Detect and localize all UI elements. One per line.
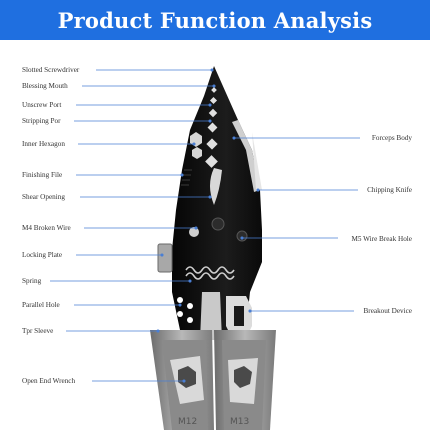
label-tpr-sleeve: Tpr Sleeve: [22, 327, 54, 335]
label-breakout-device: Breakout Device: [363, 307, 413, 315]
label-inner-hexagon: Inner Hexagon: [22, 140, 65, 148]
label-finishing-file: Finishing File: [22, 171, 63, 179]
label-stripping-port: Stripping Por: [22, 117, 61, 125]
label-forceps-body: Forceps Body: [371, 134, 412, 142]
shear-opening: [210, 168, 222, 205]
label-chipping-knife: Chipping Knife: [367, 186, 412, 194]
label-shear-opening: Shear Opening: [22, 193, 65, 201]
handle-mark-m12: M12: [178, 417, 197, 427]
parallel-holes: [177, 297, 193, 323]
locking-plate: [157, 243, 173, 273]
label-locking-plate: Locking Plate: [22, 251, 63, 259]
label-parallel-hole: Parallel Hole: [22, 301, 60, 309]
spring: [185, 266, 235, 280]
label-spring: Spring: [22, 277, 42, 285]
stripping-holes: [205, 87, 218, 168]
label-blessing-mouth: Blessing Mouth: [22, 82, 68, 90]
label-unscrew-port: Unscrew Port: [22, 101, 62, 109]
leader-lines: [50, 68, 360, 383]
label-open-end-wrench: Open End Wrench: [22, 377, 76, 385]
label-slotted-screwdriver: Slotted Screwdriver: [22, 66, 80, 74]
label-m5-wire-break-hole: M5 Wire Break Hole: [351, 235, 412, 243]
tool-illustration: M12 M13: [50, 66, 360, 430]
header-bar: Product Function Analysis: [0, 0, 430, 40]
label-m4-broken-wire: M4 Broken Wire: [22, 224, 71, 232]
finishing-file: [181, 169, 192, 186]
m5-wire-hole: [236, 230, 248, 242]
forceps-body: [172, 66, 262, 330]
chipping-knife: [232, 120, 260, 192]
page-title: Product Function Analysis: [57, 7, 373, 33]
handle-mark-m13: M13: [230, 417, 249, 427]
m4-wire-hole: [211, 217, 225, 231]
